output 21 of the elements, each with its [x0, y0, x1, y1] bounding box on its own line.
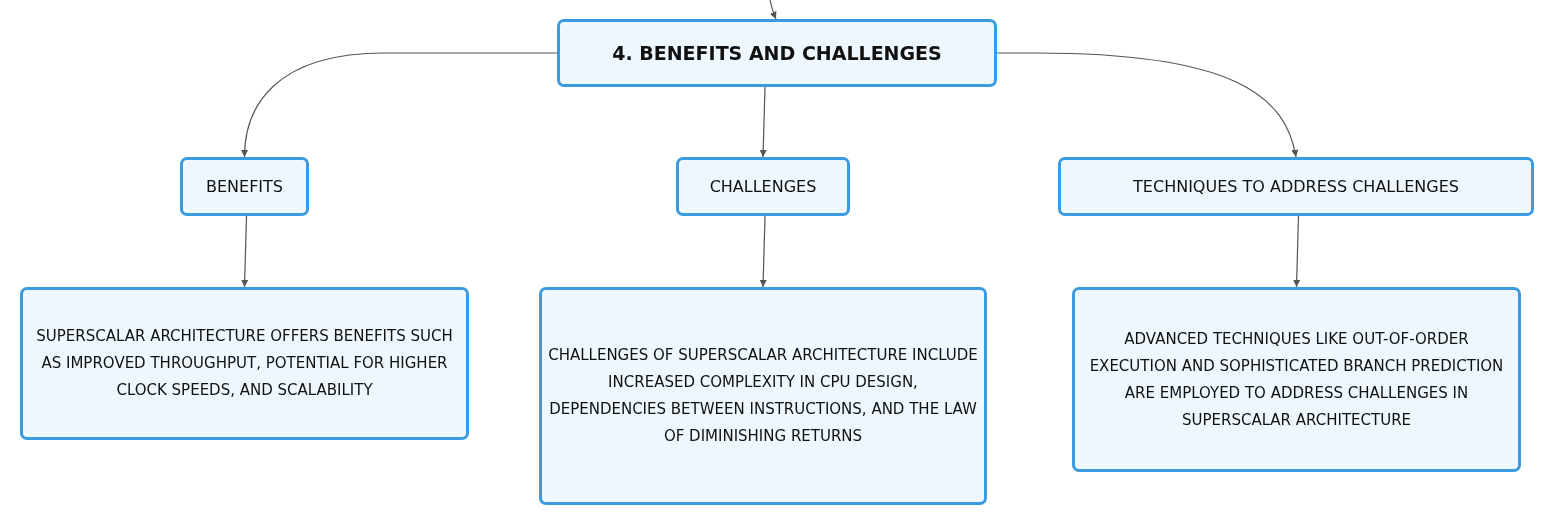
description-box [20, 287, 469, 440]
branch-box [1058, 157, 1534, 216]
node-text: SUPERSCALAR ARCHITECTURE OFFERS BENEFITS SUCH AS IMPROVED THROUGHPUT, POTENTIAL FOR HIGHER CLOCK SPEEDS, AND SCALABILITY [35, 326, 454, 401]
description-box [539, 287, 987, 505]
node-text: 4. BENEFITS AND CHALLENGES [612, 40, 942, 66]
node-text: CHALLENGES OF SUPERSCALAR ARCHITECTURE INCLUDE INCREASED COMPLEXITY IN CPU DESIGN, DEPENDENCIES BETWEEN INSTRUCTIONS, AND THE LAW OF DIMINISHING RETURNS [548, 345, 978, 447]
node-text: BENEFITS [206, 176, 283, 198]
connector-arrow [759, 215, 767, 288]
branch-box [676, 157, 850, 216]
connector-arrow [759, 86, 767, 158]
node-text: CHALLENGES [709, 176, 817, 198]
connector-arrow [769, 0, 777, 20]
connector-arrow [241, 215, 249, 288]
topic-box [557, 19, 997, 87]
description-box [1072, 287, 1521, 472]
connector-arrow [1293, 215, 1301, 288]
node-text: ADVANCED TECHNIQUES LIKE OUT-OF-ORDER EXECUTION AND SOPHISTICATED BRANCH PREDICTION ARE EMPLOYED TO ADDRESS CHALLENGES IN SUPERSCALAR ARCHITECTURE [1088, 328, 1505, 431]
node-text: TECHNIQUES TO ADDRESS CHALLENGES [1133, 176, 1459, 198]
connector-arrow [996, 52, 1298, 158]
branch-box [180, 157, 309, 216]
connector-arrow [241, 52, 558, 158]
